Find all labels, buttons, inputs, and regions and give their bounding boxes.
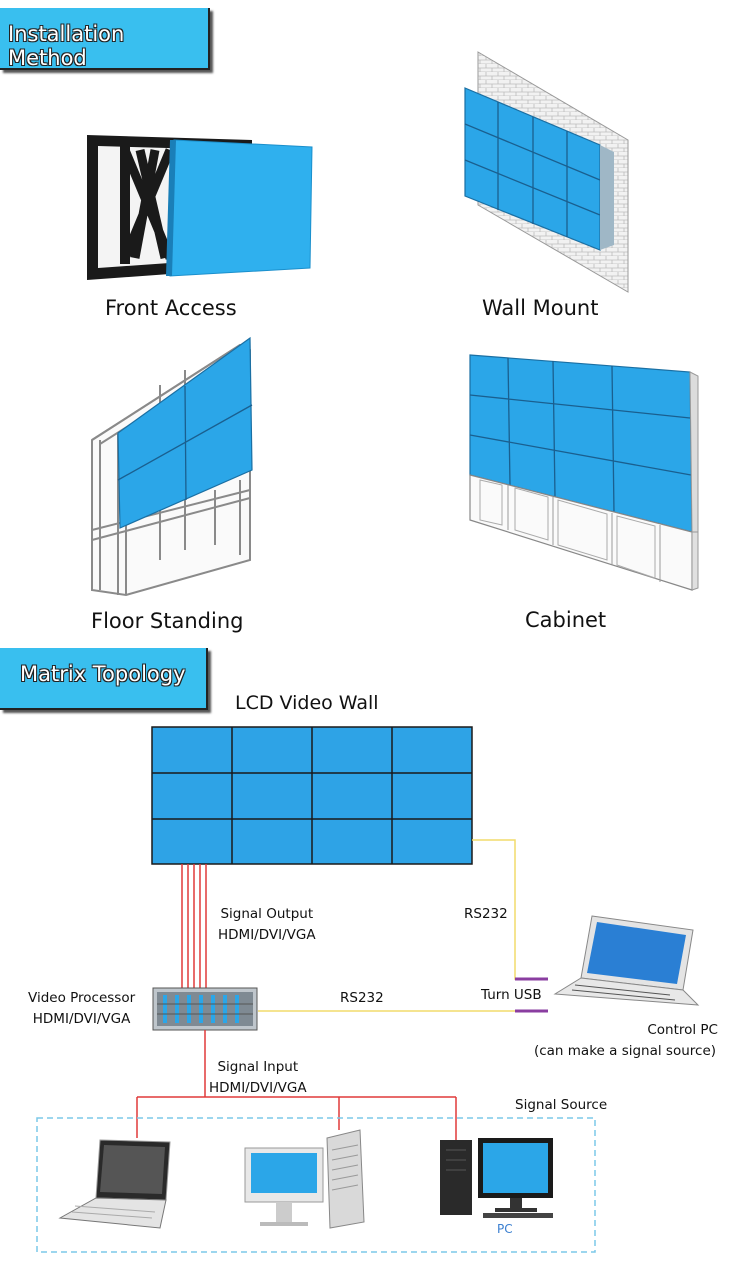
- signal-source-box: [36, 1117, 596, 1253]
- cabinet-illustration: [469, 354, 699, 591]
- pc-label: PC: [497, 1222, 513, 1236]
- floor-standing-illustration: [91, 336, 253, 597]
- video-processor: [152, 987, 258, 1031]
- video-processor-label: Video Processor HDMI/DVI/VGA: [28, 988, 135, 1030]
- signal-output-cables: [181, 864, 207, 995]
- signal-input-formats: HDMI/DVI/VGA: [209, 1080, 307, 1096]
- control-pc-text: Control PC: [647, 1022, 718, 1038]
- lcd-video-wall-title: LCD Video Wall: [235, 692, 379, 714]
- signal-source-label: Signal Source: [515, 1097, 608, 1113]
- usb-connectors: [515, 977, 548, 1013]
- signal-input-label: Signal Input HDMI/DVI/VGA: [209, 1057, 307, 1099]
- control-pc-note: (can make a signal source): [533, 1043, 717, 1059]
- front-access-caption: Front Access: [105, 296, 237, 320]
- matrix-topology-banner: Matrix Topology: [0, 648, 208, 710]
- floor-standing-caption: Floor Standing: [91, 609, 244, 633]
- signal-output-formats: HDMI/DVI/VGA: [218, 927, 316, 943]
- front-access-illustration: [87, 135, 313, 280]
- video-processor-formats: HDMI/DVI/VGA: [32, 1011, 131, 1027]
- lcd-video-wall: [151, 726, 473, 865]
- source-mac: [244, 1129, 365, 1229]
- rs232-mid-label: RS232: [340, 990, 384, 1006]
- cabinet-caption: Cabinet: [525, 608, 607, 632]
- turn-usb-label: Turn USB: [481, 987, 542, 1003]
- source-laptop: [58, 1139, 171, 1229]
- source-pc: [440, 1138, 553, 1218]
- control-pc-label: Control PC (can make a signal source): [530, 1020, 720, 1062]
- control-pc-laptop: [553, 915, 700, 1006]
- wall-mount-illustration: [464, 51, 629, 293]
- installation-method-title: Installation Method: [8, 22, 125, 70]
- installation-method-banner: Installation Method: [0, 8, 210, 70]
- signal-output-text: Signal Output: [220, 906, 314, 922]
- signal-input-text: Signal Input: [217, 1059, 299, 1075]
- wall-mount-caption: Wall Mount: [482, 296, 599, 320]
- rs232-top-label: RS232: [464, 906, 508, 922]
- signal-output-label: Signal Output HDMI/DVI/VGA: [218, 904, 316, 946]
- video-processor-text: Video Processor: [28, 990, 136, 1006]
- matrix-topology-title: Matrix Topology: [20, 662, 186, 686]
